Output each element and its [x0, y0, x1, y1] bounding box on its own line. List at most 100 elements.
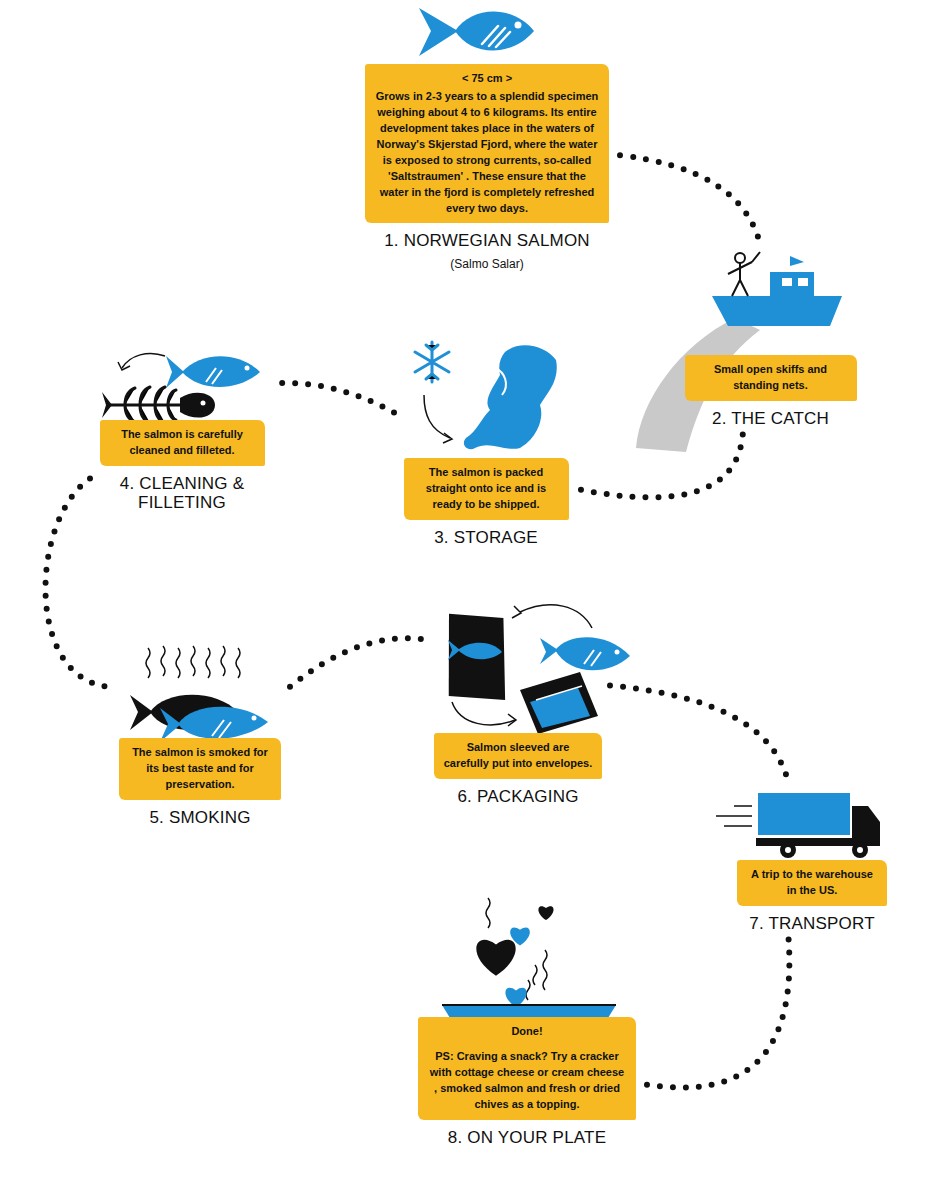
packaging-icon-part [508, 714, 516, 726]
step-text: Salmon sleeved are carefully put into en… [443, 740, 593, 772]
step-box: The salmon is carefully cleaned and fill… [100, 420, 265, 466]
filleting-icon-part [182, 356, 260, 387]
packaging-icon-part [443, 610, 509, 704]
boat-icon-part [712, 296, 842, 326]
smoking-icon [130, 646, 268, 742]
step-node: < 75 cm > Grows in 2-3 years to a splendi… [360, 2, 614, 271]
truck-icon-part [785, 847, 791, 853]
step-box: The salmon is packed straight onto ice a… [404, 458, 569, 520]
packaging-icon-part [458, 643, 502, 660]
ice-map-icon [415, 342, 557, 449]
plate-icon-part [538, 906, 553, 920]
step-text: Done! [427, 1024, 627, 1040]
ice-map-icon-part [495, 368, 506, 395]
smoking-icon-part [130, 695, 153, 730]
smoking-icon-part-part [236, 648, 240, 678]
salmon-icon [419, 8, 534, 56]
plate-icon-part-part [526, 980, 530, 1000]
ice-map-icon-part [424, 395, 450, 438]
step-node: The salmon is packed straight onto ice a… [400, 340, 572, 547]
step-text: Small open skiffs and standing nets. [694, 362, 848, 394]
filleting-icon-part-part [125, 388, 135, 422]
packaging-icon-part [512, 606, 521, 618]
step-box: Salmon sleeved are carefully put into en… [434, 733, 602, 779]
step-heading: 5. SMOKING [116, 808, 284, 828]
smoking-icon-part-part [176, 648, 180, 678]
packaging-icon-part [530, 688, 590, 728]
truck-icon-part [857, 847, 863, 853]
step-text: A trip to the warehouse in the US. [746, 867, 878, 899]
filleting-icon-part [118, 362, 130, 370]
packaging-icon-part [615, 650, 620, 655]
step-subheading: (Salmo Salar) [360, 257, 614, 271]
packaging-icon-part [520, 605, 592, 628]
dotted-connector [290, 638, 426, 687]
ice-map-icon-part-part [426, 345, 438, 379]
plate-icon-part-part [533, 965, 537, 985]
step-node: Salmon sleeved are carefully put into en… [432, 598, 604, 806]
step-heading: 6. PACKAGING [432, 787, 604, 807]
smoking-icon-part [212, 720, 231, 738]
salmon-icon-part [515, 22, 522, 29]
step-text: The salmon is packed straight onto ice a… [413, 465, 560, 513]
packaging-icon [443, 605, 630, 734]
packaging-icon-part [584, 650, 601, 666]
ice-map-icon-part [464, 345, 557, 449]
step-heading: 8. ON YOUR PLATE [416, 1128, 638, 1148]
packaging-icon-part [448, 640, 460, 660]
salmon-icon-part [482, 26, 510, 47]
step-text: The salmon is smoked for its best taste … [128, 745, 272, 793]
boat-icon-part [790, 256, 804, 272]
filleting-icon-part [122, 353, 165, 368]
dotted-connector [610, 686, 789, 784]
dotted-connector [644, 939, 789, 1087]
step-box: The salmon is smoked for its best taste … [119, 738, 281, 800]
boat-icon-part [735, 253, 745, 263]
truck-icon-part [716, 806, 752, 826]
smoking-icon-part-part [206, 648, 210, 678]
salmon-icon-part [419, 8, 458, 56]
ice-map-icon-part-part [415, 342, 449, 382]
step-box: A trip to the warehouse in the US. [737, 860, 887, 906]
step-text: < 75 cm > [374, 71, 600, 87]
ice-map-icon-part [415, 342, 449, 382]
step-text: The salmon is carefully cleaned and fill… [109, 427, 256, 459]
step-box: Small open skiffs and standing nets. [685, 355, 857, 401]
step-text: PS: Craving a snack? Try a cracker with … [427, 1049, 627, 1113]
ice-map-icon-part [443, 433, 452, 443]
step-text: Grows in 2-3 years to a splendid specime… [374, 89, 600, 217]
smoking-icon-part [252, 716, 257, 721]
smoking-icon-part [160, 708, 181, 742]
smoking-icon-part [146, 646, 240, 678]
filleting-icon-part [125, 387, 176, 423]
filleting-icon-part-part [168, 390, 176, 420]
step-heading: 4. CLEANING & FILLETING [96, 474, 268, 513]
truck-icon-part [780, 842, 796, 858]
step-heading: 7. TRANSPORT [734, 914, 890, 934]
boat-icon-part [798, 278, 808, 286]
plate-icon [442, 898, 616, 1018]
smoking-icon-part-part [161, 646, 165, 676]
truck-icon [716, 793, 880, 858]
step-box: < 75 cm > Grows in 2-3 years to a splendi… [365, 64, 609, 223]
truck-icon-part [758, 793, 850, 835]
filleting-icon-part [206, 368, 222, 384]
smoking-icon-part-part [191, 646, 195, 676]
step-node: The salmon is carefully cleaned and fill… [96, 340, 268, 513]
packaging-icon-part [536, 686, 582, 700]
plate-icon-part-part [543, 950, 547, 990]
plate-icon-part [442, 1004, 616, 1006]
plate-icon-part-part [486, 898, 490, 928]
dotted-connector [620, 155, 761, 249]
boat-icon-part [782, 278, 792, 286]
step-heading: 1. NORWEGIAN SALMON [360, 231, 614, 251]
packaging-icon-part [555, 637, 630, 670]
step-node: Small open skiffs and standing nets.2. T… [678, 255, 863, 428]
filleting-icon [102, 353, 260, 423]
packaging-icon-part [520, 672, 598, 734]
boat-icon-part [770, 272, 814, 298]
dotted-connector [274, 383, 394, 413]
smoking-icon-part [178, 707, 268, 739]
plate-icon-part [476, 940, 515, 976]
dotted-connector [45, 478, 110, 686]
